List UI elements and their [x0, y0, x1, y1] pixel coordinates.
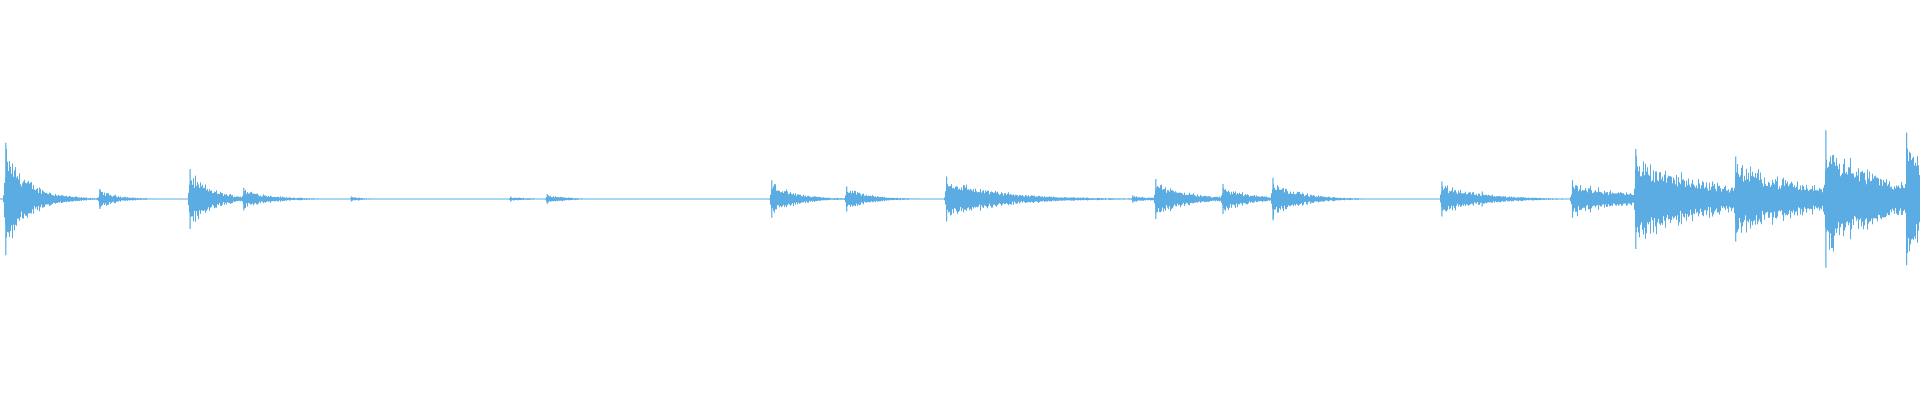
waveform-peaks — [0, 130, 1920, 268]
waveform-signal — [0, 148, 1920, 253]
